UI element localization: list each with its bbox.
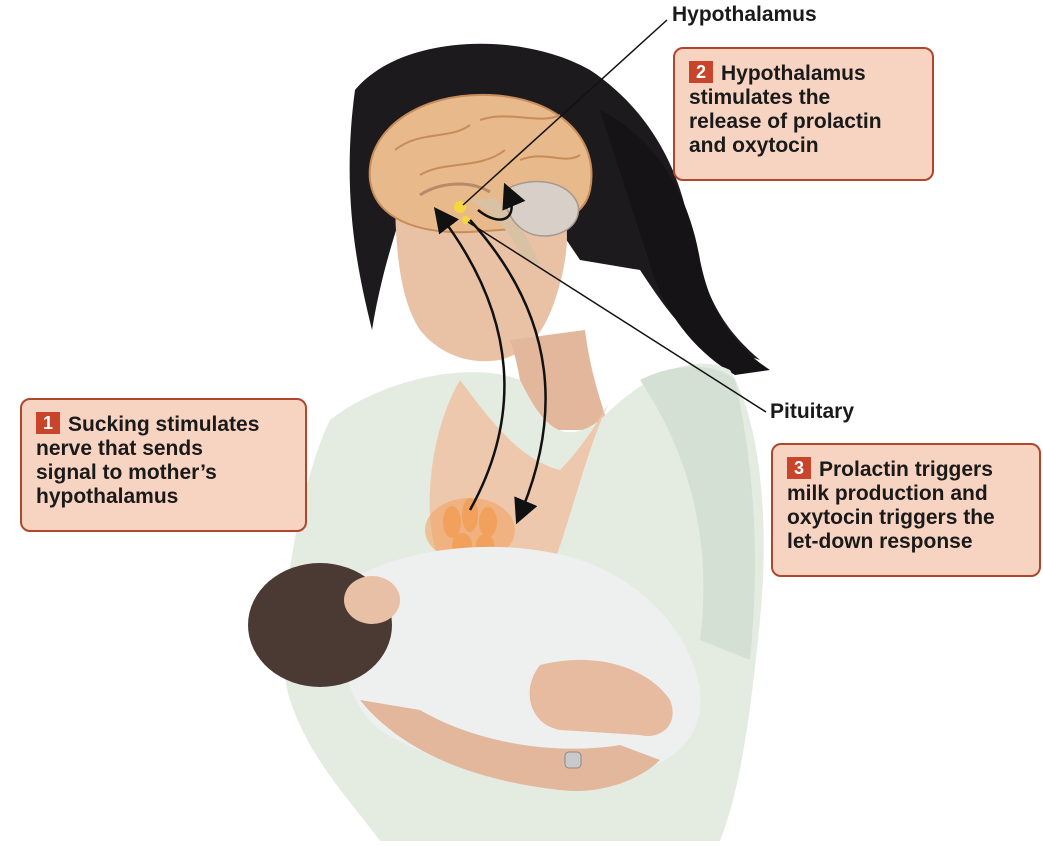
step-3-line-1: Prolactin triggers [819, 458, 993, 481]
step-1-line-4: hypothalamus [36, 485, 291, 509]
step-2-line-2: stimulates the [689, 86, 918, 110]
callout-step-3: 3Prolactin triggers milk production and … [771, 443, 1041, 577]
label-pituitary: Pituitary [770, 400, 854, 424]
step-2-line-1: Hypothalamus [721, 62, 866, 85]
callout-step-1: 1 Sucking stimulates nerve that sends sig… [20, 398, 307, 532]
baby-ear [344, 576, 400, 624]
step-1-line-2: nerve that sends [36, 437, 291, 461]
step-2-line-4: and oxytocin [689, 134, 918, 158]
label-hypothalamus: Hypothalamus [672, 3, 817, 27]
step-3-line-4: let-down response [787, 530, 1025, 554]
step-1-line-1: Sucking stimulates [68, 413, 259, 436]
step-3-line-2: milk production and [787, 482, 1025, 506]
hypothalamus-marker [454, 201, 466, 213]
step-3-line-3: oxytocin triggers the [787, 506, 1025, 530]
step-1-line-3: signal to mother’s [36, 461, 291, 485]
callout-step-2: 2 Hypothalamus stimulates the release of … [673, 47, 934, 181]
step-2-number: 2 [689, 61, 713, 83]
ring [565, 752, 581, 768]
step-2-line-3: release of prolactin [689, 110, 918, 134]
step-3-number: 3 [787, 457, 811, 479]
step-1-number: 1 [36, 412, 60, 434]
